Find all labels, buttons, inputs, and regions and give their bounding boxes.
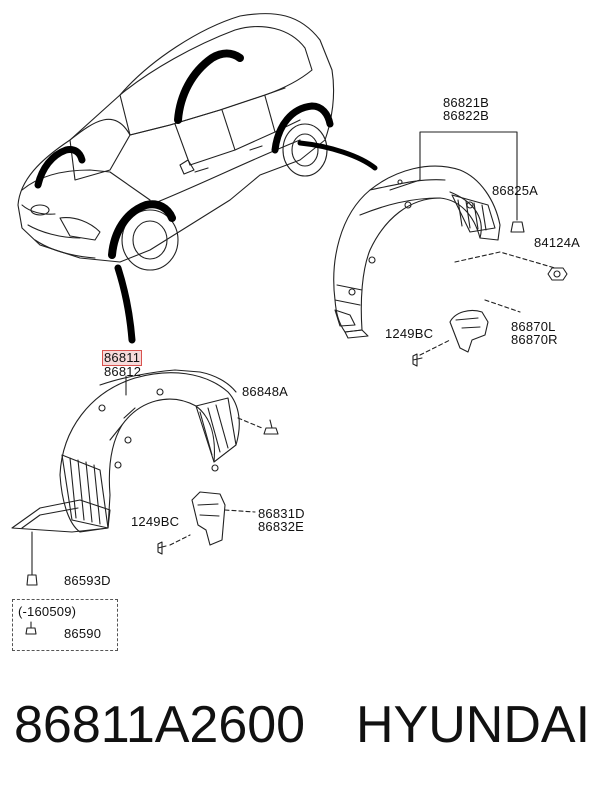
- callout-86590: 86590: [64, 626, 102, 641]
- callout-86821b: 86821B: [443, 95, 490, 110]
- callout-1249bc-rear: 1249BC: [385, 326, 434, 341]
- callout-86811-highlighted: 86811: [101, 350, 143, 366]
- front-wheel-liner: [11, 369, 279, 635]
- callout-86870l: 86870L: [511, 319, 556, 334]
- footer: 86811A2600 HYUNDAI: [0, 690, 600, 770]
- brand-name: HYUNDAI: [356, 696, 591, 754]
- part-number: 86811A2600: [14, 696, 306, 754]
- callout-86832e: 86832E: [258, 519, 305, 534]
- diagram-drawing: [11, 13, 568, 635]
- parts-diagram: 86821B 86822B 86825A 84124A 1249BC 86870…: [11, 13, 581, 651]
- car-illustration: [17, 13, 378, 344]
- rear-wheel-liner: [333, 131, 568, 367]
- callout-86831d: 86831D: [258, 506, 305, 521]
- callout-86593d: 86593D: [64, 573, 111, 588]
- callout-86870r: 86870R: [511, 332, 558, 347]
- callout-86812: 86812: [104, 364, 142, 379]
- callout-86822b: 86822B: [443, 108, 490, 123]
- optional-part-box: [12, 599, 118, 651]
- date-note: (-160509): [18, 604, 77, 619]
- callout-1249bc-front: 1249BC: [131, 514, 180, 529]
- callout-84124a: 84124A: [534, 235, 581, 250]
- callout-86825a: 86825A: [492, 183, 539, 198]
- callout-86848a: 86848A: [242, 384, 289, 399]
